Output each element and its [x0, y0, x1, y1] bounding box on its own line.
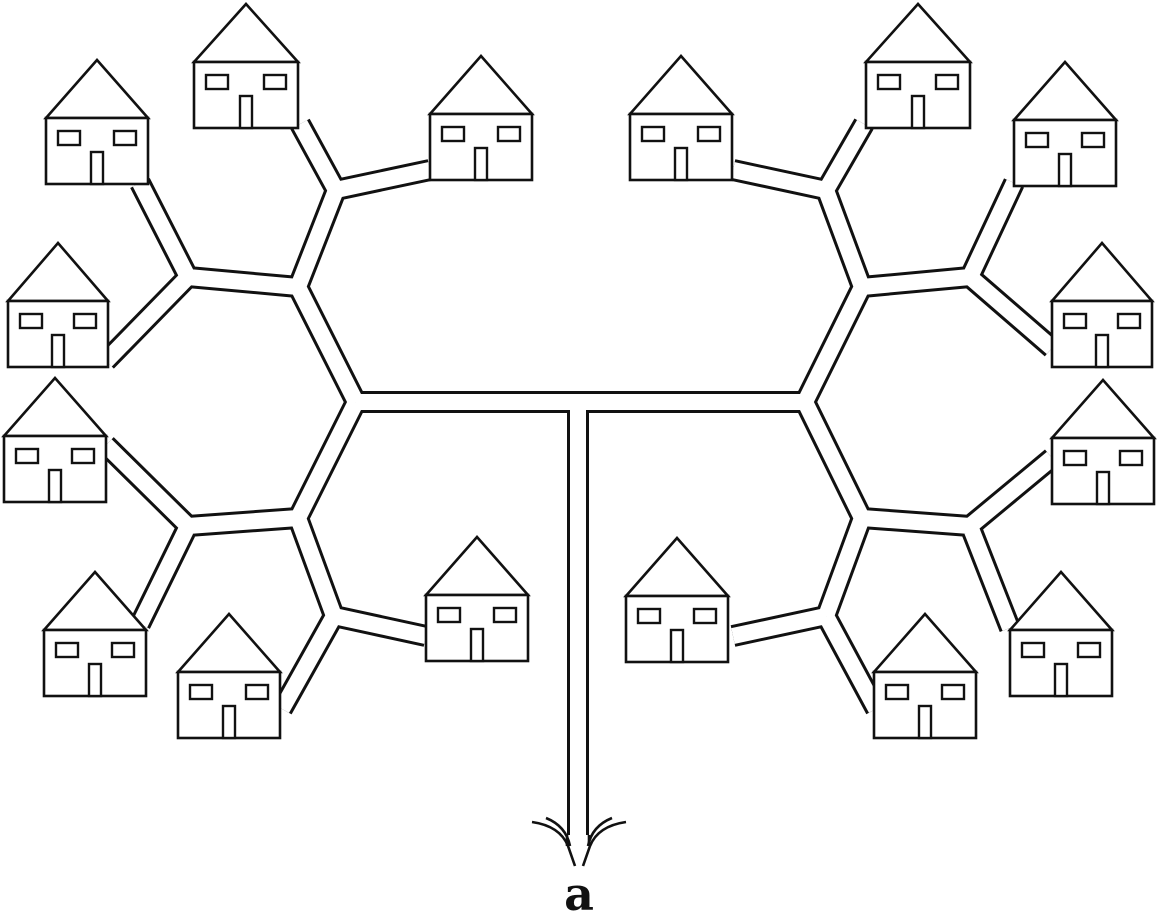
house-window — [18, 312, 44, 330]
house-door — [238, 94, 254, 130]
road-surface — [100, 120, 1058, 835]
house-icon — [627, 54, 735, 182]
house-icon — [863, 2, 973, 130]
house-window — [884, 683, 910, 701]
road-network — [98, 118, 1060, 835]
house-icon — [871, 612, 979, 740]
house-door — [669, 628, 685, 664]
house-roof — [627, 54, 735, 116]
house-door — [1057, 152, 1073, 188]
house-window — [876, 73, 902, 91]
house-door — [1094, 333, 1110, 369]
house-door — [469, 627, 485, 663]
house-icon — [1011, 60, 1119, 188]
house-icon — [1, 376, 109, 504]
house-window — [14, 447, 40, 465]
house-roof — [427, 54, 535, 116]
house-window — [1118, 449, 1144, 467]
house-roof — [1, 376, 109, 438]
house-window — [934, 73, 960, 91]
figure-label: a — [564, 867, 594, 921]
house-icon — [1007, 570, 1115, 698]
house-window — [440, 125, 466, 143]
house-roof — [175, 612, 283, 674]
road-end-arrow — [531, 816, 627, 867]
house-window — [1116, 312, 1142, 330]
house-door — [50, 333, 66, 369]
house-window — [940, 683, 966, 701]
house-door — [910, 94, 926, 130]
house-roof — [1049, 378, 1157, 440]
house-roof — [41, 570, 149, 632]
house-door — [221, 704, 237, 740]
house-door — [47, 468, 63, 504]
house-window — [188, 683, 214, 701]
house-door — [1053, 662, 1069, 698]
house-door — [89, 150, 105, 186]
house-window — [262, 73, 288, 91]
house-roof — [5, 241, 111, 303]
house-roof — [1007, 570, 1115, 632]
house-window — [1080, 131, 1106, 149]
house-window — [54, 641, 80, 659]
house-icon — [175, 612, 283, 740]
house-icon — [5, 241, 111, 369]
house-window — [692, 607, 718, 625]
house-roof — [1049, 241, 1155, 303]
houses-group — [1, 2, 1157, 740]
house-roof — [871, 612, 979, 674]
house-window — [1020, 641, 1046, 659]
house-door — [87, 662, 103, 698]
house-window — [244, 683, 270, 701]
house-icon — [191, 2, 301, 130]
house-icon — [623, 536, 731, 664]
house-door — [673, 146, 689, 182]
house-window — [1076, 641, 1102, 659]
house-window — [204, 73, 230, 91]
house-window — [496, 125, 522, 143]
house-icon — [41, 570, 149, 698]
house-roof — [863, 2, 973, 64]
house-icon — [1049, 241, 1155, 369]
house-window — [72, 312, 98, 330]
house-icon — [43, 58, 151, 186]
house-window — [696, 125, 722, 143]
house-door — [917, 704, 933, 740]
house-roof — [423, 535, 531, 597]
house-icon — [1049, 378, 1157, 506]
trunk-end — [565, 835, 591, 846]
house-window — [1024, 131, 1050, 149]
house-icon — [427, 54, 535, 182]
house-window — [1062, 449, 1088, 467]
house-window — [56, 129, 82, 147]
house-window — [640, 125, 666, 143]
house-roof — [623, 536, 731, 598]
house-icon — [423, 535, 531, 663]
house-window — [636, 607, 662, 625]
house-window — [70, 447, 96, 465]
house-roof — [43, 58, 151, 120]
house-window — [110, 641, 136, 659]
house-roof — [1011, 60, 1119, 122]
house-door — [1095, 470, 1111, 506]
house-door — [473, 146, 489, 182]
arrow-stroke — [545, 816, 572, 847]
house-window — [1062, 312, 1088, 330]
house-window — [436, 606, 462, 624]
house-window — [492, 606, 518, 624]
house-window — [112, 129, 138, 147]
house-roof — [191, 2, 301, 64]
